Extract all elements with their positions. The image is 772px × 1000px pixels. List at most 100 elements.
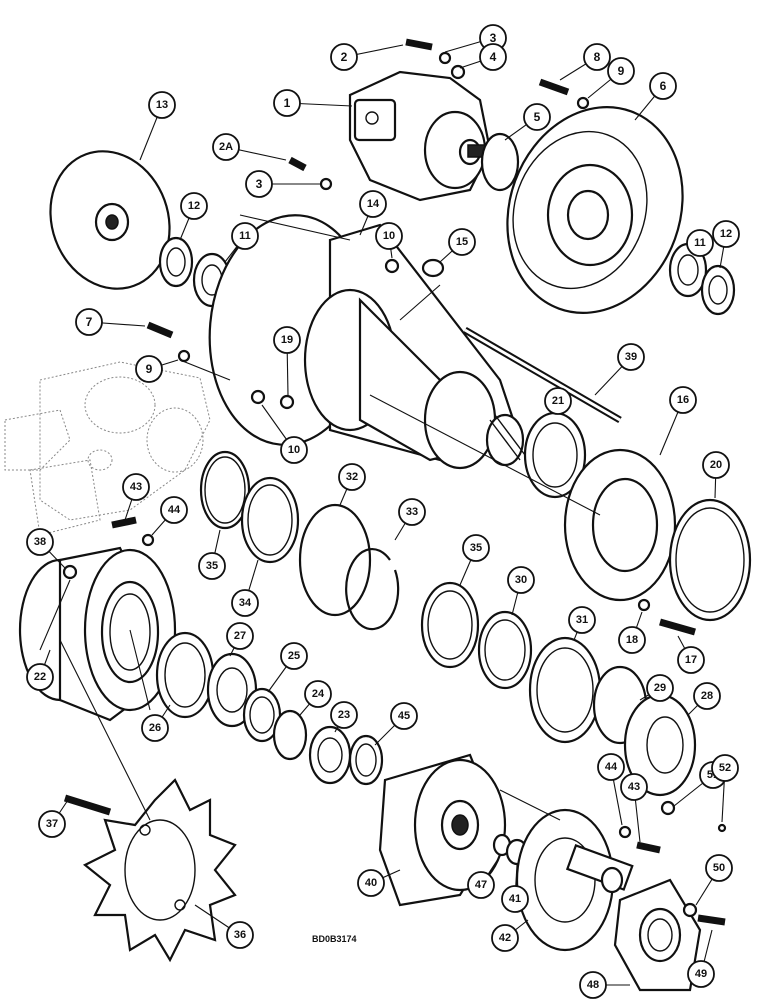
callout-c42: 42 bbox=[491, 919, 529, 952]
callout-bubble bbox=[583, 43, 611, 71]
callout-number: 22 bbox=[34, 671, 46, 683]
callout-c10a: 10 bbox=[375, 222, 403, 259]
callout-c47: 47 bbox=[467, 855, 501, 899]
callout-bubble bbox=[231, 222, 259, 250]
hydraulic-motor bbox=[348, 70, 492, 202]
callout-bubble bbox=[198, 552, 226, 580]
callout-c35a: 35 bbox=[198, 529, 226, 580]
callout-number: 44 bbox=[605, 761, 618, 773]
callout-bubble bbox=[705, 854, 733, 882]
callout-c7: 7 bbox=[75, 308, 146, 336]
callout-bubble bbox=[375, 222, 403, 250]
callout-c10b: 10 bbox=[261, 404, 308, 464]
callout-c3a: 3 bbox=[444, 24, 507, 53]
callout-c33: 33 bbox=[394, 498, 426, 541]
callout-labels: 122A334567899101011111212131415161718192… bbox=[26, 24, 740, 999]
callout-c18: 18 bbox=[618, 611, 646, 654]
wheel-hub bbox=[18, 546, 177, 722]
callout-number: 50 bbox=[713, 862, 725, 874]
callout-c22: 22 bbox=[26, 649, 54, 691]
seal-ring-20 bbox=[668, 498, 752, 622]
callout-c30: 30 bbox=[507, 566, 535, 616]
callout-number: 37 bbox=[46, 818, 58, 830]
callout-c49: 49 bbox=[687, 929, 715, 988]
callout-c4: 4 bbox=[459, 43, 507, 71]
callout-bubble bbox=[693, 682, 721, 710]
callout-bubble bbox=[597, 753, 625, 781]
drive-shaft bbox=[463, 326, 622, 424]
spacer-45 bbox=[348, 734, 384, 786]
callout-c45: 45 bbox=[374, 702, 418, 746]
callout-bubble bbox=[523, 103, 551, 131]
callout-bubble bbox=[273, 89, 301, 117]
bearing-bracket-48 bbox=[613, 878, 702, 992]
callout-bubble bbox=[38, 810, 66, 838]
bearing-cup-31 bbox=[528, 636, 602, 744]
callout-number: 12 bbox=[188, 200, 200, 212]
callout-c2: 2 bbox=[330, 43, 404, 71]
circlip-33 bbox=[345, 547, 400, 631]
callout-bubble bbox=[122, 473, 150, 501]
callout-number: 14 bbox=[367, 198, 380, 210]
callout-c27: 27 bbox=[226, 622, 254, 657]
callout-number: 3 bbox=[490, 31, 497, 45]
callout-bubble bbox=[280, 436, 308, 464]
fasteners bbox=[62, 38, 727, 926]
callout-number: 31 bbox=[576, 614, 588, 626]
callout-bubble bbox=[304, 680, 332, 708]
callout-number: 35 bbox=[206, 560, 218, 572]
callout-c11b: 11 bbox=[686, 229, 714, 257]
callout-number: 11 bbox=[239, 230, 251, 242]
callout-number: 11 bbox=[694, 237, 706, 249]
callout-c12a: 12 bbox=[179, 192, 208, 241]
callout-bubble bbox=[141, 714, 169, 742]
callout-number: 15 bbox=[456, 236, 468, 248]
callout-bubble bbox=[479, 43, 507, 71]
callout-number: 23 bbox=[338, 709, 350, 721]
callout-c15: 15 bbox=[439, 228, 476, 263]
callout-c13: 13 bbox=[139, 91, 176, 161]
callout-bubble bbox=[330, 43, 358, 71]
callout-c25: 25 bbox=[267, 642, 308, 693]
callout-number: 26 bbox=[149, 722, 161, 734]
callout-number: 12 bbox=[720, 228, 732, 240]
callout-c44a: 44 bbox=[151, 496, 188, 536]
callout-number: 36 bbox=[234, 929, 246, 941]
callout-c23: 23 bbox=[330, 701, 358, 733]
callout-bubble bbox=[26, 528, 54, 556]
callout-bubble bbox=[75, 308, 103, 336]
callout-bubble bbox=[467, 871, 495, 899]
callout-bubble bbox=[687, 960, 715, 988]
callout-bubble bbox=[160, 496, 188, 524]
callout-c38: 38 bbox=[26, 528, 66, 569]
callout-bubble bbox=[617, 343, 645, 371]
callout-bubble bbox=[491, 924, 519, 952]
callout-c36: 36 bbox=[194, 904, 254, 949]
callout-bubble bbox=[359, 190, 387, 218]
callout-c16: 16 bbox=[659, 386, 697, 456]
callout-number: 42 bbox=[499, 932, 511, 944]
callout-number: 49 bbox=[695, 968, 707, 980]
drive-sprocket bbox=[82, 778, 237, 963]
callout-c12b: 12 bbox=[712, 220, 740, 269]
callout-c14: 14 bbox=[359, 190, 387, 236]
callout-number: 38 bbox=[34, 536, 46, 548]
callout-bubble bbox=[649, 72, 677, 100]
callout-c41: 41 bbox=[501, 864, 529, 913]
callout-bubble bbox=[135, 355, 163, 383]
callout-number: 32 bbox=[346, 471, 358, 483]
callout-bubble bbox=[501, 885, 529, 913]
callout-c9a: 9 bbox=[587, 57, 635, 99]
callout-number: 43 bbox=[628, 781, 640, 793]
callout-bubble bbox=[711, 754, 739, 782]
callout-number: 4 bbox=[490, 50, 497, 64]
callout-number: 33 bbox=[406, 506, 418, 518]
o-ring-motor bbox=[480, 132, 520, 192]
callout-number: 30 bbox=[515, 574, 527, 586]
callout-number: 3 bbox=[256, 177, 263, 191]
callout-number: 17 bbox=[685, 654, 697, 666]
brake-flange-plate bbox=[506, 106, 684, 314]
callout-number: 40 bbox=[365, 877, 377, 889]
callout-number: 48 bbox=[587, 979, 599, 991]
